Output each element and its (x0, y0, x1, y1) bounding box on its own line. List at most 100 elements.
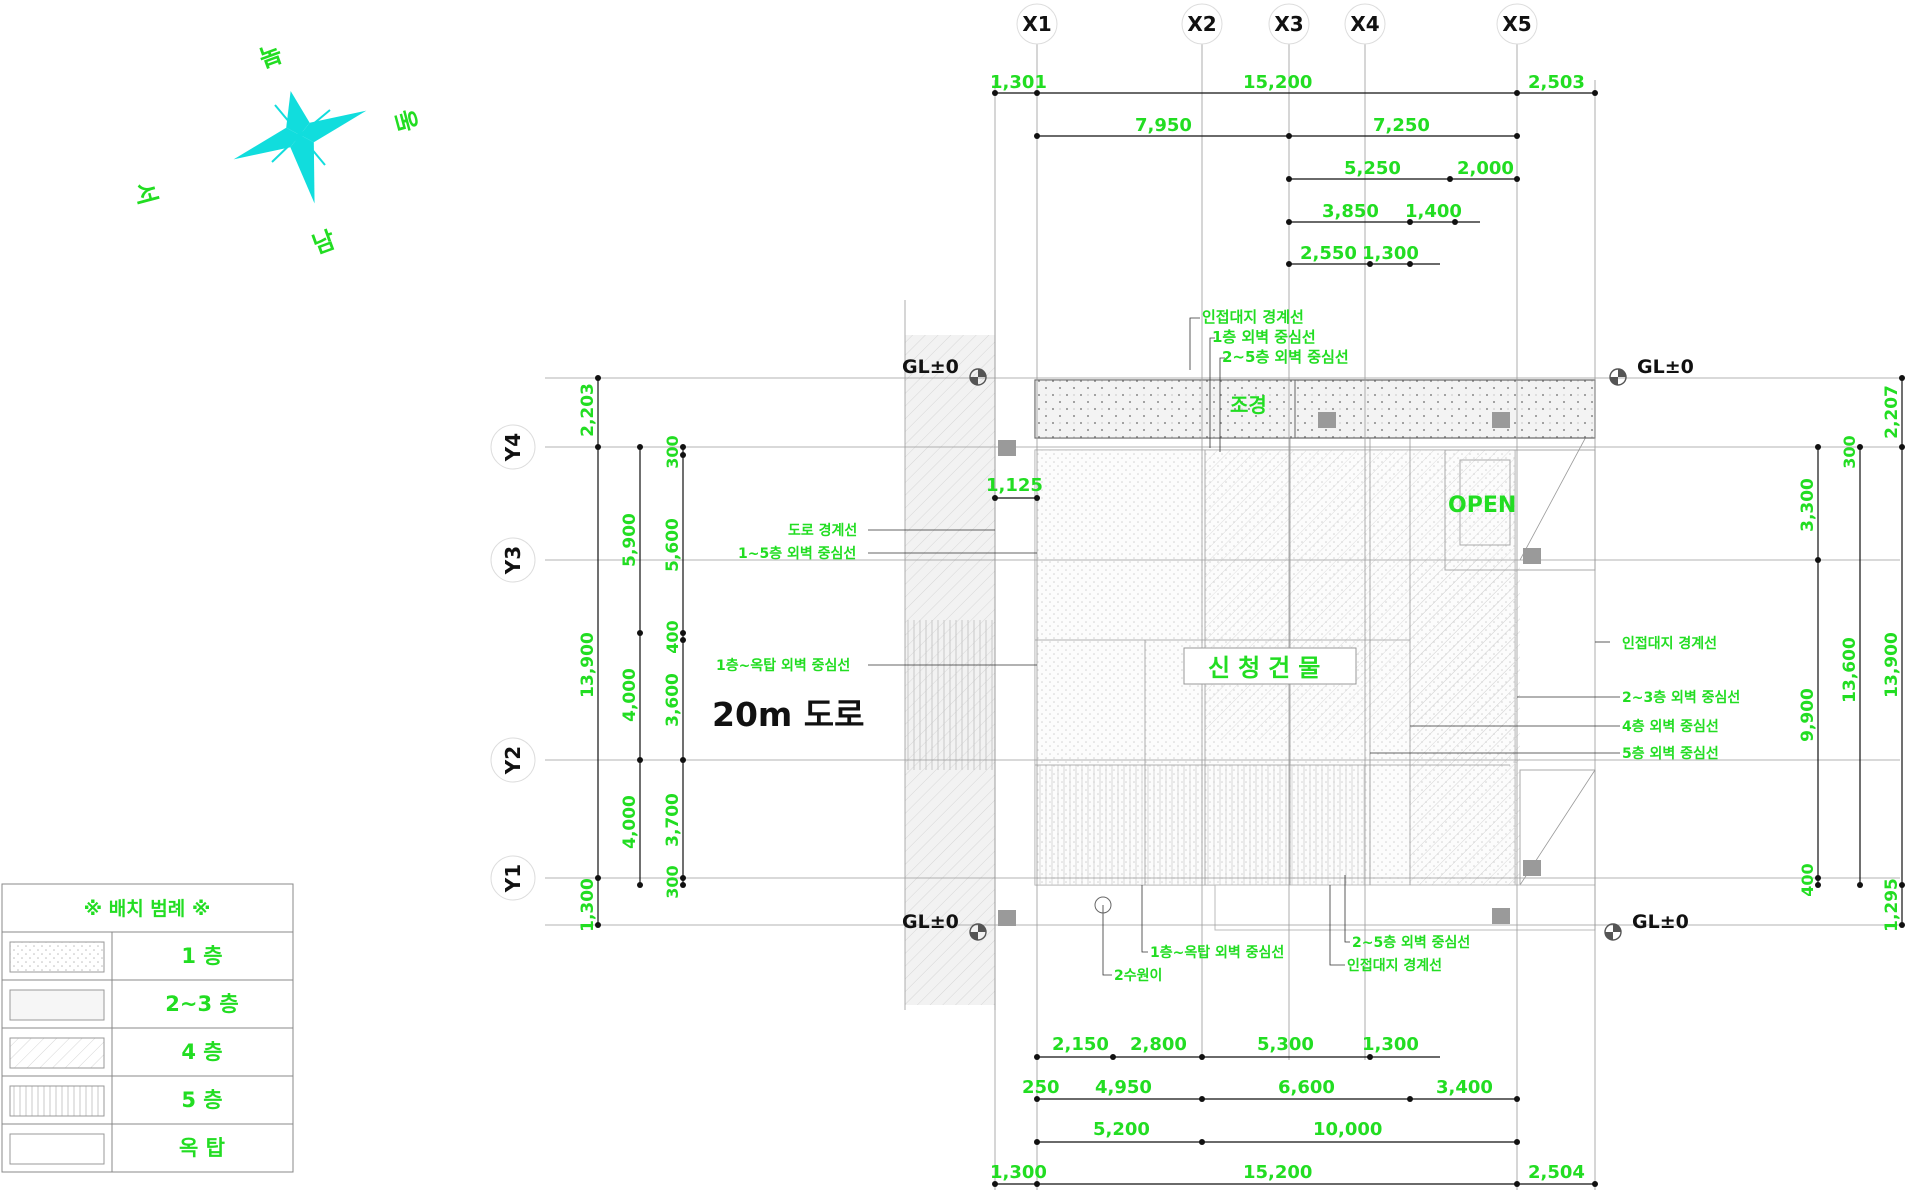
dim-bot1-0: 2,150 (1052, 1034, 1109, 1055)
dim-top3-0: 5,250 (1344, 158, 1401, 179)
grid-bubble-y (490, 424, 536, 470)
grid-label-x: X3 (1274, 12, 1303, 36)
legend-row-4: 옥 탑 (179, 1136, 225, 1160)
dim-top4-1: 1,400 (1405, 201, 1462, 222)
gl-label-ne: GL±0 (1637, 356, 1694, 378)
open-label: OPEN (1448, 493, 1516, 518)
dim-left-inner-3: 3,600 (663, 673, 683, 727)
building-label: 신청건물 (1208, 654, 1328, 682)
dim-right-mid-1: 13,600 (1840, 637, 1860, 703)
dimension-lines (597, 92, 1903, 1185)
grid-label-x: X5 (1502, 12, 1531, 36)
dim-left-outer-1: 13,900 (578, 632, 598, 698)
dim-top2-0: 7,950 (1135, 115, 1192, 136)
dim-top5-0: 2,550 (1300, 243, 1357, 264)
dim-top1-0: 1,301 (990, 72, 1047, 93)
top-note-0: 인접대지 경계선 (1202, 308, 1304, 326)
dim-left-inner-5: 300 (663, 865, 682, 898)
dim-bot2-3: 3,400 (1436, 1077, 1493, 1098)
top-note-1: 1층 외벽 중심선 (1212, 328, 1316, 346)
landscape-label: 조경 (1230, 393, 1267, 417)
grid-bubble-y (490, 855, 536, 901)
legend-row-1: 2~3 층 (165, 992, 238, 1016)
dim-left-outer-0: 2,203 (578, 383, 598, 437)
dim-bot3-1: 10,000 (1313, 1119, 1382, 1140)
right-note-1: 2~3층 외벽 중심선 (1622, 689, 1740, 706)
dim-right-outer-2: 1,295 (1882, 878, 1902, 932)
gl-marker-icon (969, 368, 1627, 941)
grid-label-y: Y1 (501, 864, 525, 893)
left-note-1: 1~5층 외벽 중심선 (738, 545, 856, 562)
dim-right-inner-1: 9,900 (1798, 688, 1818, 742)
dim-right-outer-1: 13,900 (1882, 632, 1902, 698)
dim-left-mid-0: 5,900 (620, 513, 640, 567)
right-note-2: 4층 외벽 중심선 (1622, 718, 1719, 735)
dim-left-inner-2: 400 (663, 620, 682, 653)
dim-bot1-2: 5,300 (1257, 1034, 1314, 1055)
road-label: 20m 도로 (712, 695, 865, 734)
dim-bot1-1: 2,800 (1130, 1034, 1187, 1055)
dim-right-mid-0: 300 (1840, 435, 1859, 468)
top-note-2: 2~5층 외벽 중심선 (1222, 348, 1349, 366)
dim-bot2-0: 250 (1022, 1077, 1060, 1098)
legend-row-0: 1 층 (181, 944, 222, 968)
right-note-3: 5층 외벽 중심선 (1622, 745, 1719, 762)
grid-lines (545, 40, 1900, 1190)
left-note-0: 도로 경계선 (788, 522, 857, 539)
dim-top5-1: 1,300 (1362, 243, 1419, 264)
left-note-2: 1층~옥탑 외벽 중심선 (716, 657, 850, 674)
dim-top3-1: 2,000 (1457, 158, 1514, 179)
dim-top1-2: 2,503 (1528, 72, 1585, 93)
legend-row-3: 5 층 (181, 1088, 222, 1112)
dim-top2-1: 7,250 (1373, 115, 1430, 136)
gl-label-sw: GL±0 (902, 911, 959, 933)
dim-top1-1: 15,200 (1243, 72, 1312, 93)
compass-icon (233, 90, 367, 204)
grid-label-x: X1 (1022, 12, 1051, 36)
dim-bot4-2: 2,504 (1528, 1162, 1585, 1183)
dim-bot2-2: 6,600 (1278, 1077, 1335, 1098)
grid-bubble-x (1344, 3, 1386, 45)
grid-bubble-x (1016, 3, 1058, 45)
legend-row-2: 4 층 (181, 1040, 222, 1064)
legend-title: ※ 배치 범례 ※ (84, 898, 211, 920)
bottom-note-1: 2~5층 외벽 중심선 (1352, 934, 1470, 951)
right-note-0: 인접대지 경계선 (1622, 635, 1717, 652)
grid-bubble-y (490, 737, 536, 783)
dim-right-inner-2: 400 (1798, 863, 1817, 896)
dim-left-mid-1: 4,000 (620, 668, 640, 722)
gl-label-nw: GL±0 (902, 356, 959, 378)
compass-south: 남 (309, 226, 339, 260)
dim-bot4-1: 15,200 (1243, 1162, 1312, 1183)
dim-left-mid-2: 4,000 (620, 795, 640, 849)
dim-top4-0: 3,850 (1322, 201, 1379, 222)
grid-x-bubbles: X1 X2 X3 X4 X5 (1016, 3, 1538, 45)
dim-bot1-3: 1,300 (1362, 1034, 1419, 1055)
compass-west: 서 (129, 179, 162, 208)
dim-right-outer-0: 2,207 (1882, 385, 1902, 439)
legend (1, 883, 294, 1173)
bottom-note-0: 1층~옥탑 외벽 중심선 (1150, 944, 1284, 961)
grid-label-x: X2 (1187, 12, 1216, 36)
leader-lines (868, 317, 1620, 976)
grid-label-y: Y3 (501, 546, 525, 575)
dim-left-outer-2: 1,300 (578, 878, 598, 932)
grid-bubble-x (1496, 3, 1538, 45)
gl-label-se: GL±0 (1632, 911, 1689, 933)
bottom-note-3: 2수원이 (1114, 967, 1162, 984)
dim-right-inner-0: 3,300 (1798, 478, 1818, 532)
grid-label-x: X4 (1350, 12, 1379, 36)
grid-bubble-x (1181, 3, 1223, 45)
grid-bubble-x (1268, 3, 1310, 45)
dim-bot3-0: 5,200 (1093, 1119, 1150, 1140)
dim-left-inner-4: 3,700 (663, 793, 683, 847)
dim-left-inner-1: 5,600 (663, 518, 683, 572)
grid-label-y: Y2 (501, 746, 525, 775)
dim-bot4-0: 1,300 (990, 1162, 1047, 1183)
grid-label-y: Y4 (501, 433, 525, 462)
dim-misc: 1,125 (986, 475, 1043, 496)
compass-east: 동 (391, 106, 424, 135)
dim-bot2-1: 4,950 (1095, 1077, 1152, 1098)
